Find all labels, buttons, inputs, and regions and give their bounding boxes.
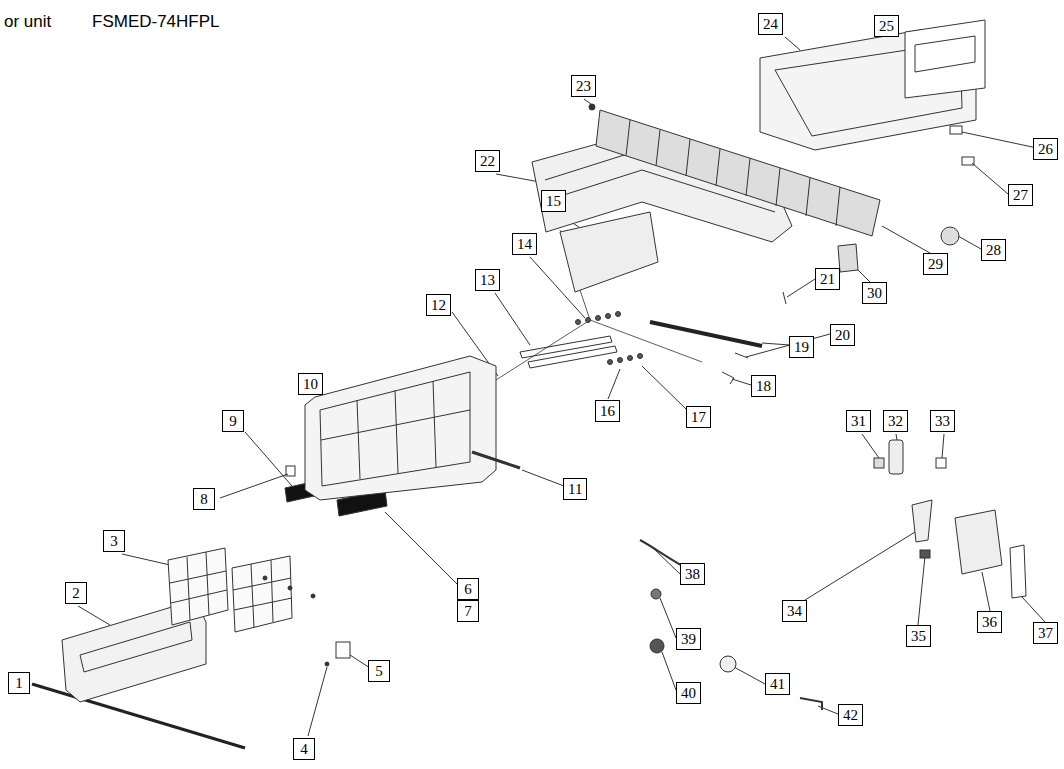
callout-number: 42 xyxy=(838,704,863,726)
remote-control xyxy=(889,440,903,474)
callout-number: 11 xyxy=(563,478,587,500)
callout-number: 14 xyxy=(512,233,537,255)
callout-number: 34 xyxy=(782,600,807,622)
small-part xyxy=(286,466,295,476)
callout-number: 37 xyxy=(1033,622,1058,644)
callout-number: 33 xyxy=(930,410,955,432)
fan-motor xyxy=(941,227,959,245)
callout-number: 26 xyxy=(1033,138,1058,160)
callout-number: 4 xyxy=(293,738,315,760)
callout-number: 13 xyxy=(475,269,500,291)
small-part xyxy=(936,458,946,468)
callout-number: 28 xyxy=(981,239,1006,261)
callout-number: 17 xyxy=(686,406,711,428)
callout-number: 12 xyxy=(426,294,451,316)
strip-part xyxy=(32,684,245,748)
callout-number: 5 xyxy=(368,660,390,682)
callout-number: 29 xyxy=(923,253,948,275)
mount-bracket xyxy=(905,20,985,98)
callout-number: 25 xyxy=(874,15,899,37)
callout-number: 23 xyxy=(571,75,596,97)
callout-number: 2 xyxy=(65,582,87,604)
small-part xyxy=(950,126,962,134)
callout-number: 1 xyxy=(8,672,30,694)
clip-part xyxy=(722,372,734,384)
callout-number: 19 xyxy=(789,336,814,358)
leader-lines xyxy=(78,37,1045,736)
rod-part xyxy=(472,452,520,468)
callout-number: 31 xyxy=(846,410,871,432)
callout-number: 27 xyxy=(1008,184,1033,206)
callout-number: 9 xyxy=(222,410,244,432)
callout-number: 6 xyxy=(457,578,479,600)
cover-part xyxy=(336,642,350,658)
callout-number: 18 xyxy=(751,375,776,397)
callout-number: 10 xyxy=(298,373,323,395)
model-heading: or unit xyxy=(4,12,51,32)
callout-number: 39 xyxy=(676,628,701,650)
holder-part xyxy=(912,500,932,542)
panel-window xyxy=(80,622,192,672)
bearing xyxy=(589,104,595,110)
model-heading: FSMED-74HFPL xyxy=(92,12,220,32)
callout-number: 15 xyxy=(541,190,566,212)
connector-part xyxy=(650,639,664,653)
callout-number: 36 xyxy=(977,611,1002,633)
callout-number: 21 xyxy=(815,268,840,290)
callout-number: 40 xyxy=(676,682,701,704)
callout-number: 20 xyxy=(830,324,855,346)
louver-assembly xyxy=(560,212,658,292)
control-box xyxy=(955,510,1002,574)
callout-number: 32 xyxy=(883,410,908,432)
louver-strips xyxy=(520,336,617,368)
pipe-part xyxy=(650,322,762,346)
small-part xyxy=(920,550,930,558)
callout-number: 8 xyxy=(193,488,215,510)
callout-number: 35 xyxy=(906,625,931,647)
grommet-part xyxy=(720,656,736,672)
connector-part xyxy=(651,589,661,599)
callout-number: 3 xyxy=(103,530,125,552)
pin-part xyxy=(735,353,748,358)
callout-number: 22 xyxy=(475,150,500,172)
callout-number: 16 xyxy=(595,400,620,422)
callout-number: 24 xyxy=(758,13,783,35)
screws xyxy=(263,576,329,666)
connector-rows xyxy=(576,312,643,365)
motor-cover xyxy=(838,244,858,272)
air-filters xyxy=(168,548,292,632)
pin-part xyxy=(783,292,786,304)
callout-number: 41 xyxy=(765,673,790,695)
callout-number: 30 xyxy=(862,282,887,304)
pipe-part xyxy=(800,698,822,710)
small-part xyxy=(874,458,884,468)
front-frame xyxy=(305,356,496,500)
cover-part xyxy=(1010,545,1026,598)
callout-number: 38 xyxy=(680,563,705,585)
callout-number: 7 xyxy=(457,600,479,622)
small-part xyxy=(962,157,974,165)
